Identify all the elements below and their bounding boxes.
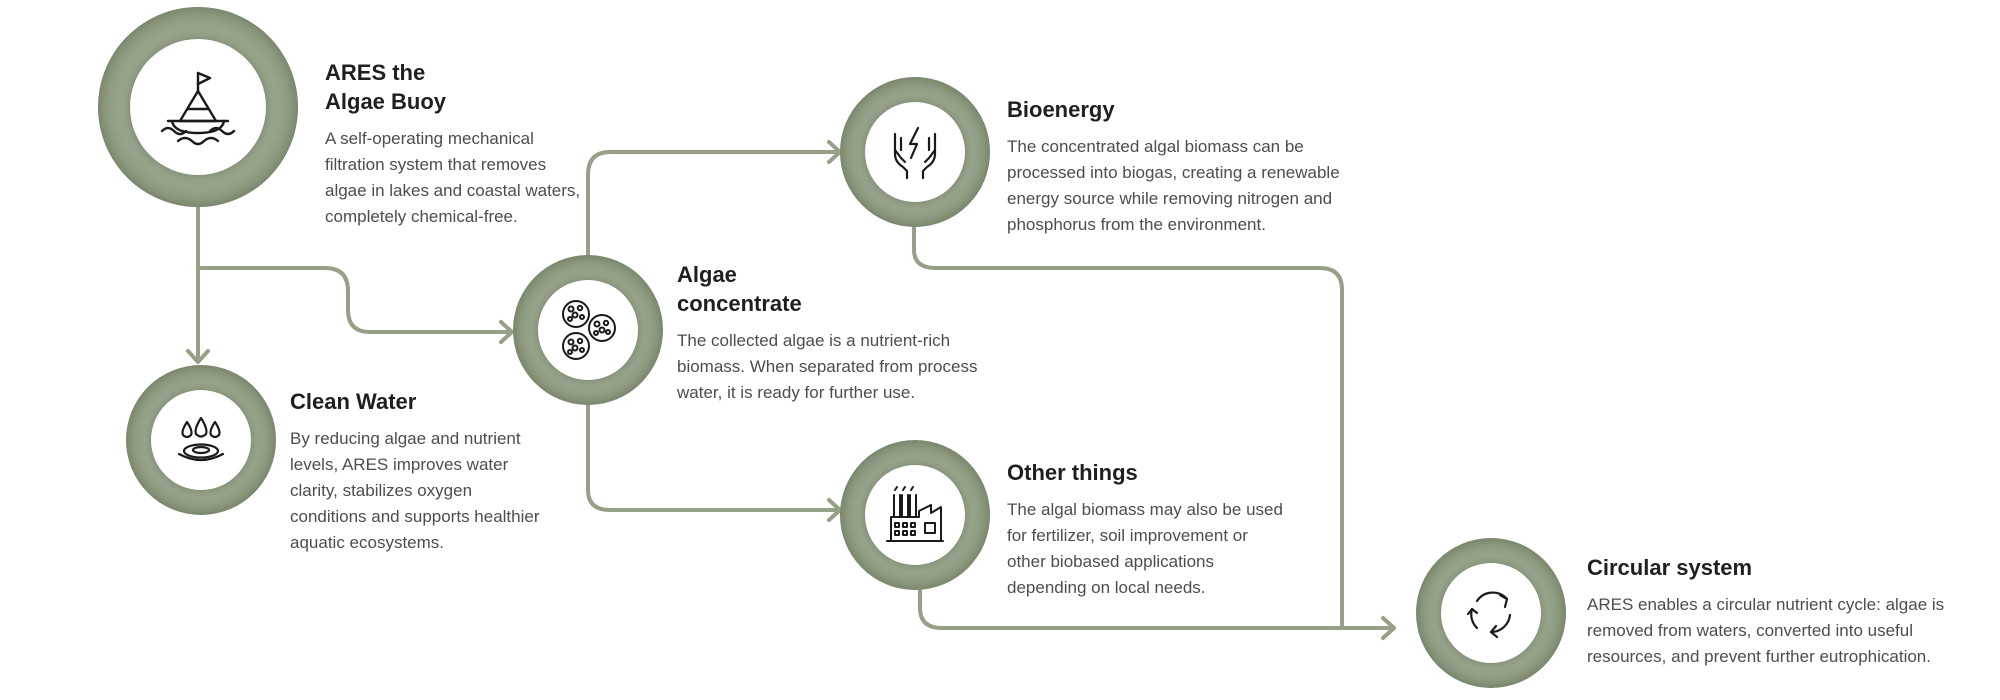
buoy-desc-line3: algae in lakes and coastal waters, bbox=[325, 181, 581, 200]
bioenergy-desc-line1: The concentrated algal biomass can be bbox=[1007, 137, 1304, 156]
clean-water-icon-disc bbox=[151, 390, 251, 490]
buoy-icon-disc bbox=[130, 39, 266, 175]
buoy-text-block: ARES the Algae Buoy A self-operating mec… bbox=[325, 58, 625, 230]
clean-water-desc-line5: aquatic ecosystems. bbox=[290, 533, 445, 552]
algae-concentrate-text-block: Algae concentrate The collected algae is… bbox=[677, 260, 997, 406]
algae-concentrate-desc-line1: The collected algae is a nutrient-rich bbox=[677, 331, 951, 350]
clean-water-desc-line3: clarity, stabilizes oxygen bbox=[290, 481, 473, 500]
clean-water-desc-line4: conditions and supports healthier bbox=[290, 507, 540, 526]
circular-system-text-block: Circular system ARES enables a circular … bbox=[1587, 553, 1987, 670]
clean-water-description: By reducing algae and nutrient levels, A… bbox=[290, 426, 590, 556]
circular-system-description: ARES enables a circular nutrient cycle: … bbox=[1587, 592, 1987, 670]
other-things-desc-line1: The algal biomass may also be used bbox=[1007, 500, 1283, 519]
algae-concentrate-title-line1: Algae bbox=[677, 262, 737, 287]
algae-concentrate-description: The collected algae is a nutrient-rich b… bbox=[677, 328, 997, 406]
buoy-title-line2: Algae Buoy bbox=[325, 89, 447, 114]
factory-icon bbox=[886, 486, 944, 542]
bioenergy-text-block: Bioenergy The concentrated algal biomass… bbox=[1007, 95, 1387, 238]
other-things-desc-line4: depending on local needs. bbox=[1007, 578, 1206, 597]
buoy-desc-line2: filtration system that removes bbox=[325, 155, 547, 174]
circular-system-desc-line3: resources, and prevent further eutrophic… bbox=[1587, 647, 1931, 666]
circular-system-desc-line1: ARES enables a circular nutrient cycle: … bbox=[1587, 595, 1945, 614]
other-things-text-block: Other things The algal biomass may also … bbox=[1007, 458, 1347, 601]
bioenergy-title: Bioenergy bbox=[1007, 97, 1115, 122]
hands-energy-icon bbox=[893, 126, 937, 180]
buoy-desc-line4: completely chemical-free. bbox=[325, 207, 518, 226]
algae-concentrate-title: Algae concentrate bbox=[677, 260, 997, 318]
bioenergy-desc-line4: phosphorus from the environment. bbox=[1007, 215, 1266, 234]
other-things-desc-line3: other biobased applications bbox=[1007, 552, 1214, 571]
clean-water-desc-line1: By reducing algae and nutrient bbox=[290, 429, 521, 448]
arrowhead-algae-concentrate bbox=[499, 320, 514, 344]
buoy-title: ARES the Algae Buoy bbox=[325, 58, 625, 116]
algae-concentrate-desc-line2: biomass. When separated from process bbox=[677, 357, 978, 376]
circular-system-desc-line2: removed from waters, converted into usef… bbox=[1587, 621, 1913, 640]
other-things-desc-line2: for fertilizer, soil improvement or bbox=[1007, 526, 1248, 545]
algae-cells-icon bbox=[562, 300, 616, 360]
buoy-description: A self-operating mechanical filtration s… bbox=[325, 126, 625, 230]
water-drops-icon bbox=[177, 416, 225, 462]
other-things-title: Other things bbox=[1007, 460, 1138, 485]
buoy-icon bbox=[160, 71, 236, 146]
bioenergy-desc-line2: processed into biogas, creating a renewa… bbox=[1007, 163, 1340, 182]
connector-other-to-circular bbox=[918, 588, 1394, 630]
circular-system-title: Circular system bbox=[1587, 555, 1753, 580]
clean-water-title: Clean Water bbox=[290, 389, 417, 414]
circular-system-icon-disc bbox=[1441, 563, 1541, 663]
algae-concentrate-icon-disc bbox=[538, 280, 638, 380]
connector-concentrate-to-bioenergy bbox=[586, 150, 840, 257]
bioenergy-description: The concentrated algal biomass can be pr… bbox=[1007, 134, 1387, 238]
algae-concentrate-desc-line3: water, it is ready for further use. bbox=[677, 383, 916, 402]
algae-concentrate-title-line2: concentrate bbox=[677, 291, 802, 316]
clean-water-desc-line2: levels, ARES improves water bbox=[290, 455, 509, 474]
bioenergy-icon-disc bbox=[865, 102, 965, 202]
connector-concentrate-to-other-things bbox=[586, 403, 840, 512]
recycle-arrows-icon bbox=[1466, 591, 1512, 639]
buoy-desc-line1: A self-operating mechanical bbox=[325, 129, 534, 148]
arrowhead-circular bbox=[1381, 616, 1396, 640]
connector-buoy-to-algae-concentrate bbox=[196, 266, 512, 334]
buoy-title-line1: ARES the bbox=[325, 60, 426, 85]
connector-bioenergy-to-circular bbox=[912, 226, 1344, 630]
clean-water-text-block: Clean Water By reducing algae and nutrie… bbox=[290, 387, 590, 556]
other-things-icon-disc bbox=[865, 465, 965, 565]
bioenergy-desc-line3: energy source while removing nitrogen an… bbox=[1007, 189, 1333, 208]
other-things-description: The algal biomass may also be used for f… bbox=[1007, 497, 1347, 601]
arrowhead-clean-water bbox=[186, 349, 210, 364]
